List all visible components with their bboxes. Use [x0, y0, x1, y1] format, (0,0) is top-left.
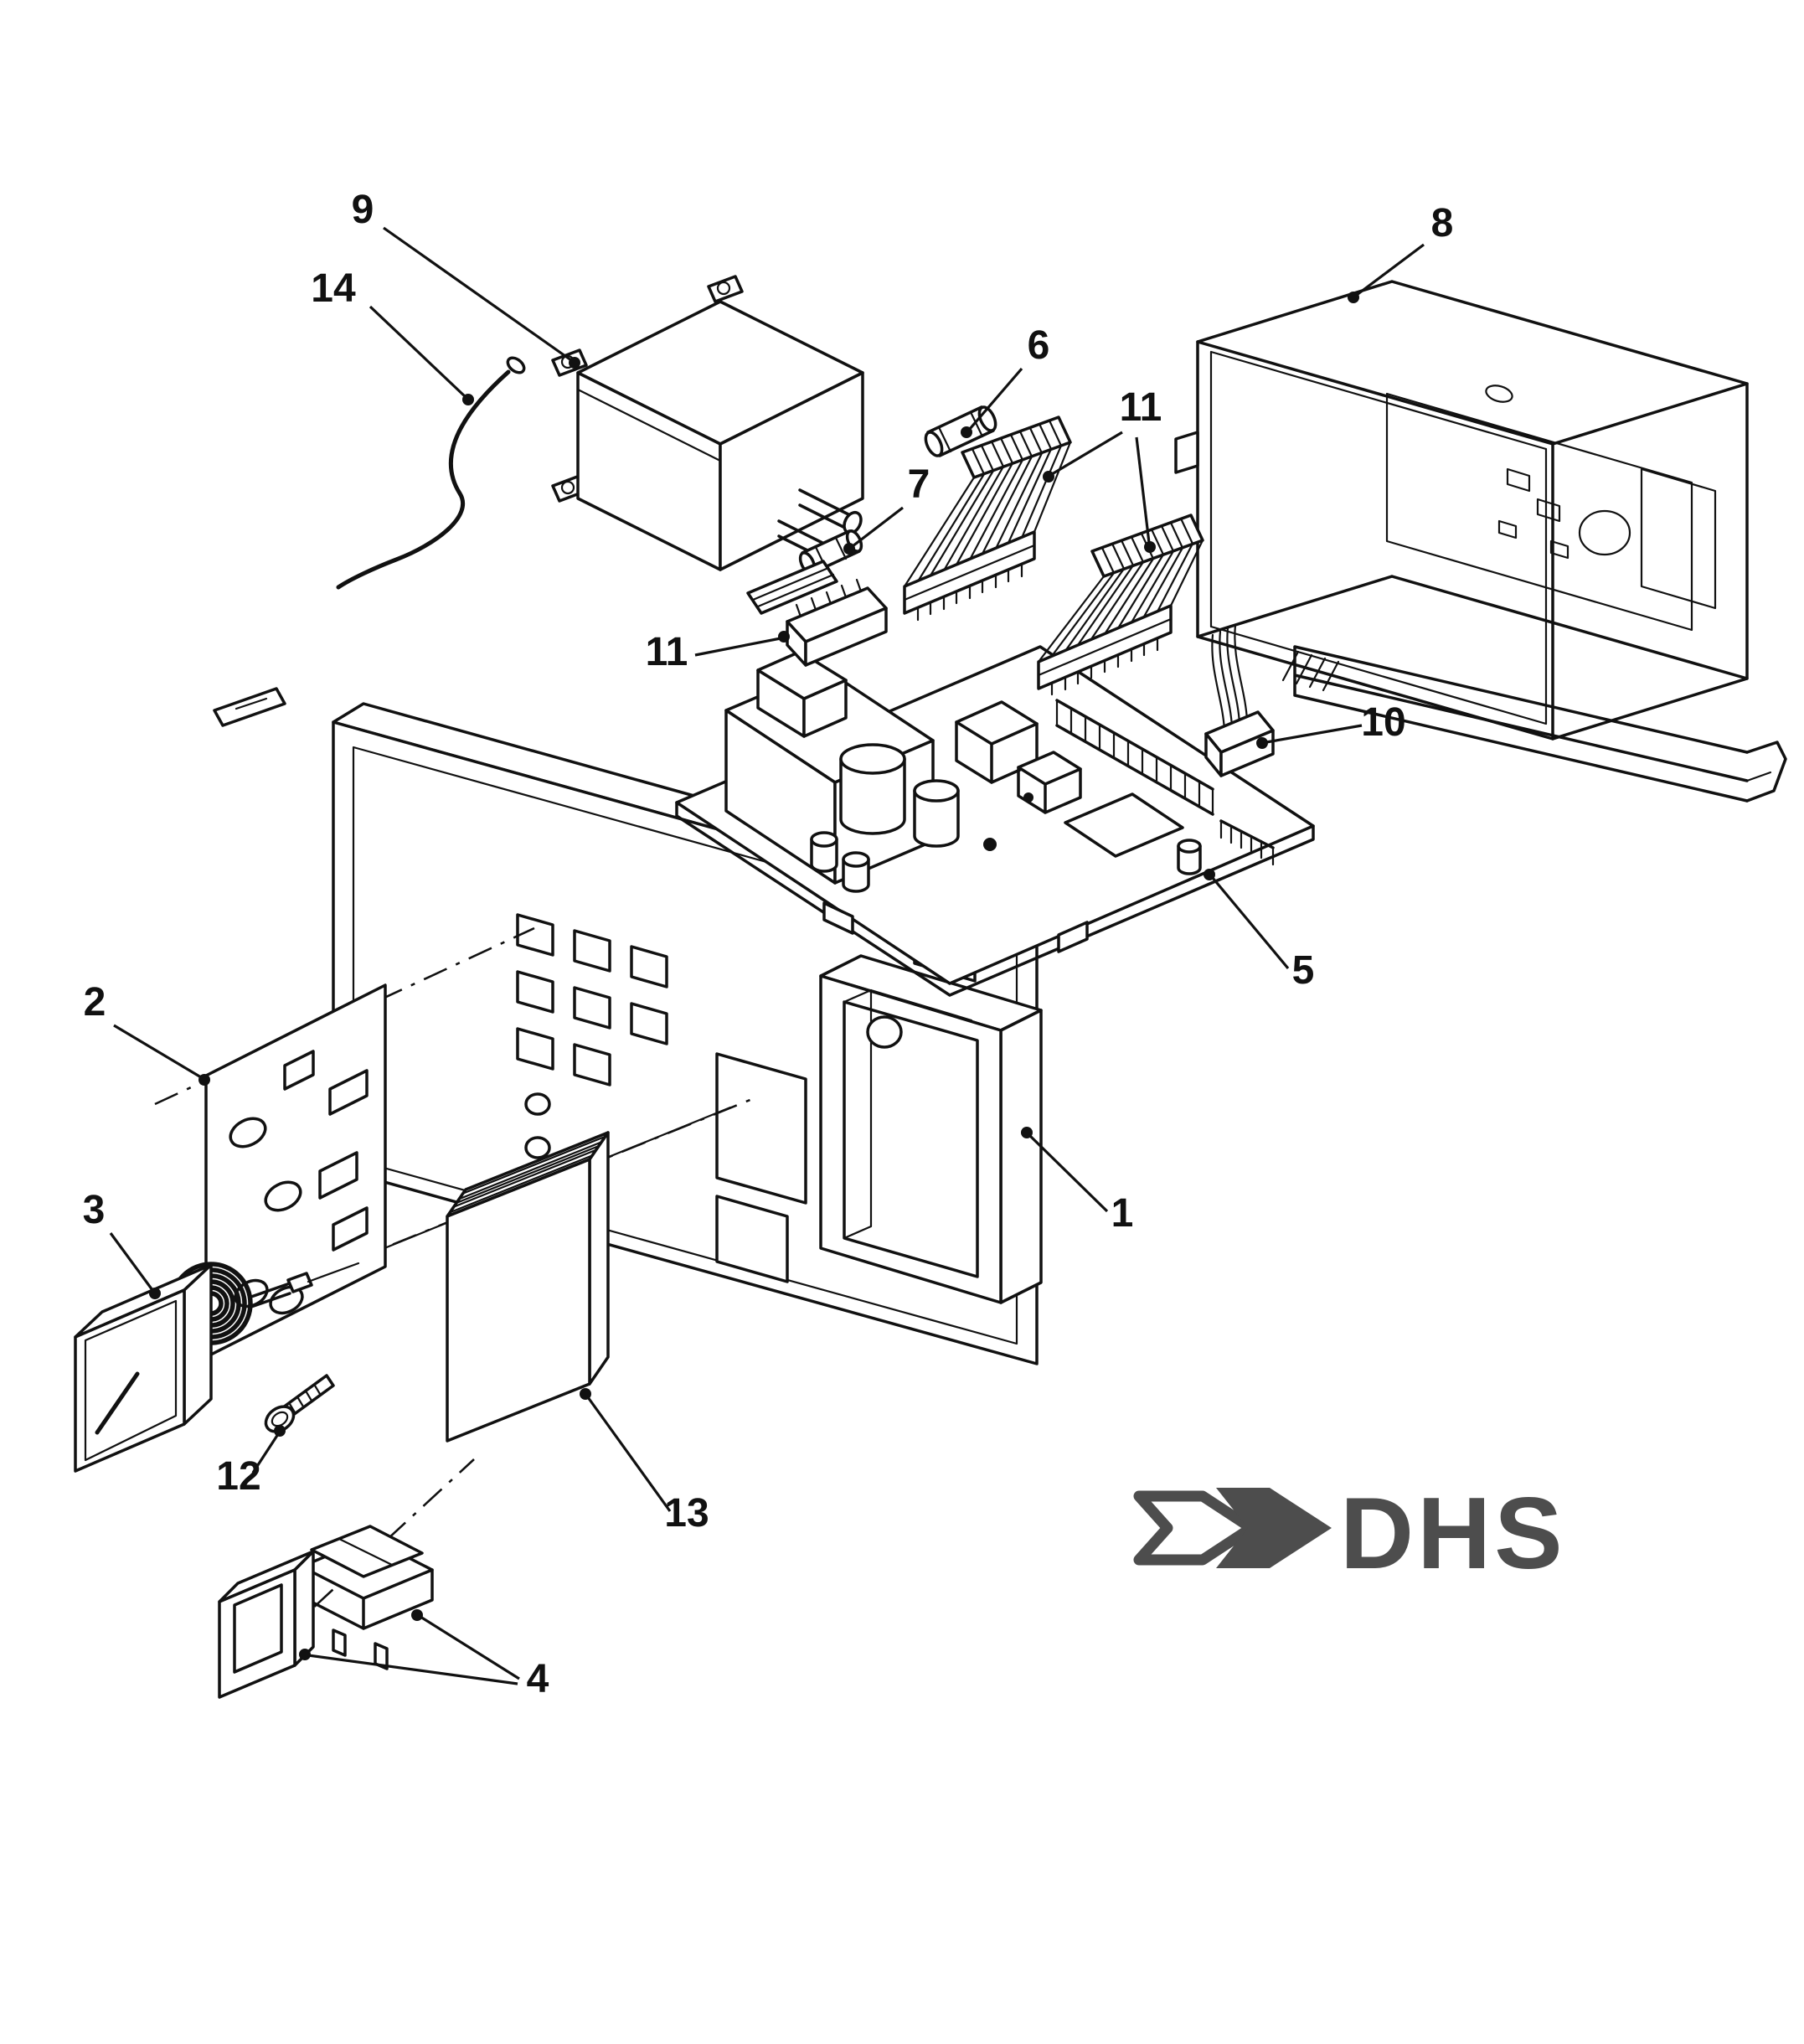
callout-2-dot [198, 1074, 210, 1086]
callout-2-label: 2 [84, 980, 106, 1025]
callout-5-dot [1204, 869, 1215, 880]
callout-3-dot [149, 1288, 161, 1299]
part-11-ribbon-connector [746, 560, 888, 667]
callout-13-label: 13 [664, 1491, 709, 1536]
part-8-rear-cover [1174, 280, 1787, 803]
callout-9-label: 9 [352, 188, 374, 232]
callout-7-dot [843, 543, 855, 555]
part-2-front-panel-overlay [204, 983, 387, 1359]
callout-8-label: 8 [1431, 201, 1454, 245]
part-12-screw [264, 1374, 335, 1433]
dhs-logo-text: DHS [1340, 1476, 1566, 1590]
callout-6-dot [961, 426, 972, 438]
callout-11a-leader-1 [1051, 431, 1123, 476]
callout-5-leader [1211, 876, 1290, 970]
dhs-logo: DHS [1133, 1476, 1566, 1590]
callout-12-dot [274, 1425, 286, 1437]
callout-4-label: 4 [527, 1657, 549, 1701]
callouts: 9 14 8 6 11 7 11 10 [83, 188, 1454, 1701]
callout-8-leader [1356, 243, 1425, 297]
callout-7-label: 7 [908, 462, 930, 507]
dhs-logo-chevron-outline [1133, 1490, 1257, 1566]
callout-8-dot [1348, 292, 1359, 303]
callout-11a-label: 11 [1120, 385, 1162, 430]
callout-4-dot-1 [411, 1609, 423, 1621]
callout-4-leader-1 [420, 1615, 520, 1680]
callout-4-dot-2 [299, 1649, 311, 1660]
callout-10-dot [1256, 737, 1268, 749]
callout-13-dot [580, 1388, 591, 1400]
callout-1-leader [1028, 1134, 1109, 1213]
callout-12-leader [251, 1433, 280, 1474]
callout-11b-leader [694, 637, 781, 657]
part-14-wire [336, 356, 526, 590]
callout-6-label: 6 [1028, 323, 1050, 368]
callout-11a-dot-2 [1144, 541, 1156, 553]
callout-2-leader [113, 1024, 202, 1079]
part-3-thermostat [74, 1262, 360, 1473]
drawing-root: DHS 9 14 8 6 11 7 11 [74, 188, 1787, 1701]
part-11-ribbon-cable-a [903, 416, 1072, 622]
part-4-rocker-switch [218, 1525, 434, 1699]
callout-14-dot [462, 394, 474, 405]
callout-3-leader [109, 1232, 154, 1291]
callout-5-label: 5 [1292, 948, 1315, 993]
callout-14-leader [369, 305, 467, 399]
part-10-wire-connector [1204, 623, 1275, 777]
callout-1-label: 1 [1111, 1191, 1134, 1236]
callout-10-leader [1265, 724, 1363, 744]
callout-12-label: 12 [216, 1454, 260, 1499]
callout-9-leader [383, 226, 572, 362]
callout-4-leader-2 [307, 1654, 518, 1685]
callout-7-leader [852, 506, 904, 548]
callout-11b-dot [778, 631, 790, 643]
callout-1-dot [1021, 1127, 1033, 1138]
callout-3-label: 3 [83, 1188, 106, 1232]
callout-13-leader [586, 1396, 672, 1512]
callout-6-leader [968, 367, 1023, 431]
callout-10-label: 10 [1361, 700, 1405, 745]
dhs-logo-chevron-solid [1216, 1488, 1332, 1568]
part-5-circuit-board [675, 645, 1315, 997]
callout-14-label: 14 [311, 266, 356, 311]
callout-11b-label: 11 [646, 630, 688, 674]
callout-11a-leader-2 [1135, 436, 1151, 544]
callout-9-dot [569, 357, 580, 369]
callout-11a-dot-1 [1043, 471, 1054, 483]
switch-bezel-cap [218, 1550, 315, 1699]
part-13-door-panel [446, 1131, 610, 1443]
